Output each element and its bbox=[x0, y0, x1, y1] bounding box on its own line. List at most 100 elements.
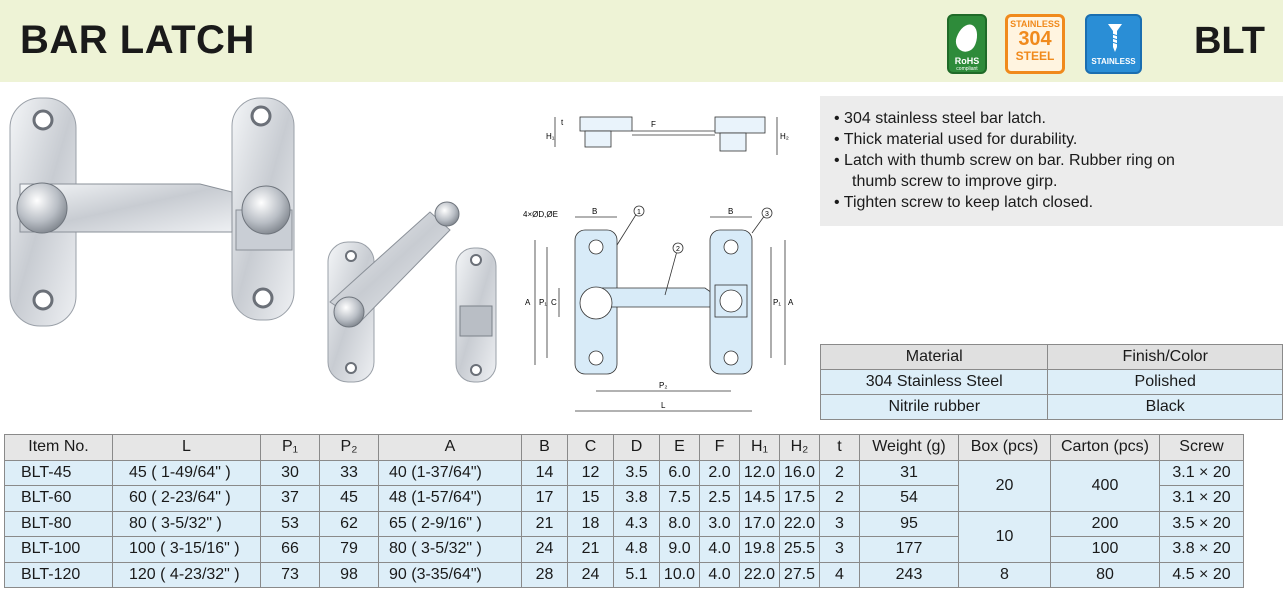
t-cell: 3 bbox=[819, 536, 860, 563]
weight-cell: 243 bbox=[859, 561, 959, 588]
table-row: BLT-60 60 ( 2-23/64" ) 37 45 48 (1-57/64… bbox=[4, 485, 1244, 512]
e-cell: 8.0 bbox=[659, 510, 700, 537]
l-cell: 60 ( 2-23/64" ) bbox=[112, 485, 261, 512]
column-header: t bbox=[819, 434, 860, 461]
l-cell: 45 ( 1-49/64" ) bbox=[112, 459, 261, 486]
a-cell: 65 ( 2-9/16" ) bbox=[378, 510, 522, 537]
leaf-icon bbox=[952, 21, 982, 55]
column-header: Carton (pcs) bbox=[1050, 434, 1160, 461]
model-code: BLT bbox=[1193, 20, 1265, 62]
table-row: 304 Stainless Steel Polished bbox=[819, 369, 1283, 395]
p2-cell: 45 bbox=[319, 485, 379, 512]
dim-label-h2: H₂ bbox=[780, 132, 789, 141]
e-cell: 9.0 bbox=[659, 536, 700, 563]
header-band: BAR LATCH RoHS compliant STAINLESS 304 S… bbox=[0, 0, 1283, 82]
table-row: Nitrile rubber Black bbox=[819, 394, 1283, 420]
feature-item: • Tighten screw to keep latch closed. bbox=[834, 194, 1094, 211]
l-cell: 100 ( 3-15/16" ) bbox=[112, 536, 261, 563]
column-header: E bbox=[659, 434, 700, 461]
carton-cell: 200 bbox=[1050, 510, 1160, 537]
stainless-label: STAINLESS bbox=[1091, 57, 1136, 66]
box-cell: 20 bbox=[958, 459, 1051, 512]
rohs-badge: RoHS compliant bbox=[947, 14, 987, 74]
item-cell: BLT-45 bbox=[4, 459, 113, 486]
column-header: D bbox=[613, 434, 660, 461]
screw-cell: 3.8 × 20 bbox=[1159, 536, 1244, 563]
h1-cell: 14.5 bbox=[739, 485, 780, 512]
h2-cell: 22.0 bbox=[779, 510, 820, 537]
p2-cell: 62 bbox=[319, 510, 379, 537]
a-cell: 90 (3-35/64") bbox=[378, 561, 522, 588]
f-cell: 3.0 bbox=[699, 510, 740, 537]
column-header: Finish/Color bbox=[1047, 344, 1283, 370]
column-header: Weight (g) bbox=[859, 434, 959, 461]
dim-label-f: F bbox=[651, 120, 656, 129]
box-cell: 10 bbox=[958, 510, 1051, 563]
b-cell: 17 bbox=[521, 485, 568, 512]
spec-table: Item No. L P₁ P₂ A B C D E F H₁ H₂ t Wei… bbox=[4, 434, 1244, 588]
dim-label-p2: P₂ bbox=[659, 381, 667, 390]
item-cell: BLT-100 bbox=[4, 536, 113, 563]
f-cell: 4.0 bbox=[699, 561, 740, 588]
weight-cell: 31 bbox=[859, 459, 959, 486]
screw-cell: 3.1 × 20 bbox=[1159, 459, 1244, 486]
weight-cell: 177 bbox=[859, 536, 959, 563]
steel-num: 304 bbox=[1018, 28, 1052, 50]
latch-photo-small bbox=[327, 201, 497, 383]
column-header: B bbox=[521, 434, 568, 461]
finish-cell: Polished bbox=[1047, 369, 1283, 395]
b-cell: 21 bbox=[521, 510, 568, 537]
a-cell: 48 (1-57/64") bbox=[378, 485, 522, 512]
dim-label-h1: H₁ bbox=[546, 132, 555, 141]
carton-cell: 80 bbox=[1050, 561, 1160, 588]
d-cell: 5.1 bbox=[613, 561, 660, 588]
d-cell: 3.5 bbox=[613, 459, 660, 486]
a-cell: 40 (1-37/64") bbox=[378, 459, 522, 486]
e-cell: 10.0 bbox=[659, 561, 700, 588]
table-header-row: Item No. L P₁ P₂ A B C D E F H₁ H₂ t Wei… bbox=[4, 434, 1244, 461]
stainless-screw-badge: STAINLESS bbox=[1085, 14, 1142, 74]
h1-cell: 12.0 bbox=[739, 459, 780, 486]
h1-cell: 22.0 bbox=[739, 561, 780, 588]
e-cell: 6.0 bbox=[659, 459, 700, 486]
column-header: Item No. bbox=[4, 434, 113, 461]
latch-photo-large bbox=[9, 97, 295, 327]
c-cell: 15 bbox=[567, 485, 614, 512]
screw-cell: 4.5 × 20 bbox=[1159, 561, 1244, 588]
dim-label-hole: 4×ØD,ØE bbox=[523, 210, 558, 219]
t-cell: 3 bbox=[819, 510, 860, 537]
technical-drawing: H₁ t F H₂ 1 2 3 4×ØD,ØE B B A P₁ C P₁ A … bbox=[523, 116, 794, 412]
t-cell: 2 bbox=[819, 459, 860, 486]
d-cell: 4.8 bbox=[613, 536, 660, 563]
screw-cell: 3.5 × 20 bbox=[1159, 510, 1244, 537]
l-cell: 80 ( 3-5/32" ) bbox=[112, 510, 261, 537]
c-cell: 18 bbox=[567, 510, 614, 537]
box-cell: 8 bbox=[958, 561, 1051, 588]
dim-label-c: C bbox=[551, 298, 557, 307]
feature-item: • 304 stainless steel bar latch. bbox=[834, 110, 1046, 127]
weight-cell: 95 bbox=[859, 510, 959, 537]
front-view bbox=[534, 212, 786, 412]
dim-label-l: L bbox=[661, 401, 666, 410]
rohs-label: RoHS bbox=[954, 56, 980, 66]
column-header: P₁ bbox=[260, 434, 320, 461]
finish-cell: Black bbox=[1047, 394, 1283, 420]
item-cell: BLT-120 bbox=[4, 561, 113, 588]
carton-cell: 100 bbox=[1050, 536, 1160, 563]
column-header: H₂ bbox=[779, 434, 820, 461]
l-cell: 120 ( 4-23/32" ) bbox=[112, 561, 261, 588]
p1-cell: 37 bbox=[260, 485, 320, 512]
steel-bottom: STEEL bbox=[1015, 49, 1055, 63]
d-cell: 3.8 bbox=[613, 485, 660, 512]
callout-1: 1 bbox=[637, 209, 641, 216]
column-header: Box (pcs) bbox=[958, 434, 1051, 461]
screw-icon bbox=[1108, 24, 1122, 52]
product-photos bbox=[9, 97, 497, 383]
material-cell: 304 Stainless Steel bbox=[819, 369, 1049, 395]
p1-cell: 73 bbox=[260, 561, 320, 588]
column-header: F bbox=[699, 434, 740, 461]
table-row: BLT-120 120 ( 4-23/32" ) 73 98 90 (3-35/… bbox=[4, 561, 1244, 588]
column-header: A bbox=[378, 434, 522, 461]
h2-cell: 27.5 bbox=[779, 561, 820, 588]
f-cell: 2.0 bbox=[699, 459, 740, 486]
